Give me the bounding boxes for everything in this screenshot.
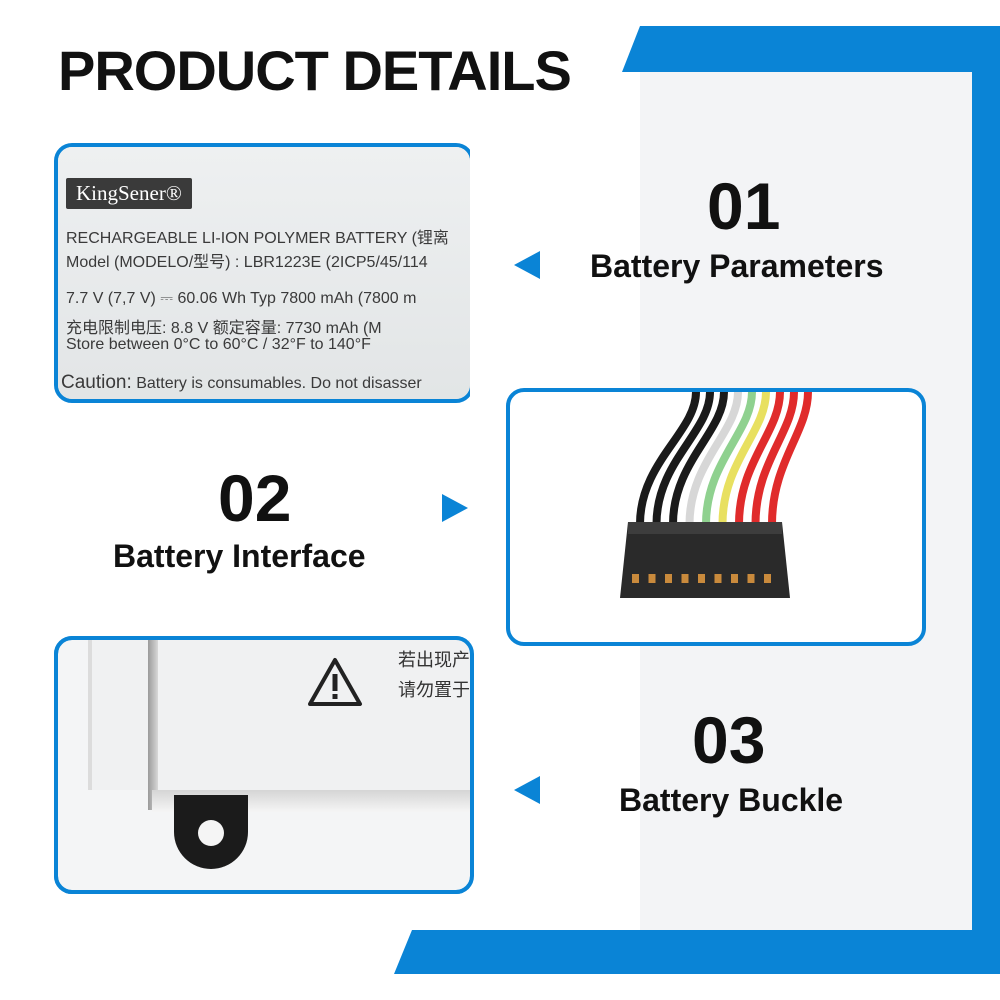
connector-wire: [735, 392, 784, 528]
section-label-battery-parameters: Battery Parameters: [590, 248, 884, 284]
section-label-battery-interface: Battery Interface: [113, 538, 366, 574]
label-line: 充电限制电压: 8.8 V 额定容量: 7730 mAh (M: [66, 320, 382, 337]
label-line: RECHARGEABLE LI-ION POLYMER BATTERY (锂离: [66, 230, 449, 247]
connector-wire: [652, 392, 714, 528]
connector-wire: [636, 392, 700, 528]
connector-illustration: [620, 392, 812, 598]
connector-pin: [714, 574, 722, 583]
section-number-03: 03: [692, 703, 766, 777]
label-line: Model (MODELO/型号) : LBR1223E (2ICP5/45/1…: [66, 254, 428, 271]
connector-wire: [718, 392, 770, 528]
connector-pin: [731, 574, 738, 583]
section-number-01: 01: [707, 169, 781, 243]
buckle-hole: [198, 820, 224, 846]
accent-frame-right: [972, 26, 1000, 974]
buckle-warning-text: 若出现产 请勿置于: [398, 650, 470, 700]
label-line: 7.7 V (7,7 V) ⎓ 60.06 Wh Typ 7800 mAh (7…: [66, 290, 417, 307]
connector-wire: [702, 392, 756, 528]
connector-pin: [665, 574, 672, 583]
connector-wire: [669, 392, 728, 528]
caution-text: Caution: Battery is consumables. Do not …: [61, 372, 422, 393]
accent-frame-top: [622, 26, 1000, 72]
arrow-left-icon: [514, 251, 540, 279]
connector-pin: [747, 574, 755, 583]
battery-connector-photo: [506, 388, 926, 646]
accent-frame-bottom: [394, 930, 1000, 974]
section-number-02: 02: [218, 461, 292, 535]
page-title: PRODUCT DETAILS: [58, 39, 572, 102]
connector-wire: [768, 392, 812, 528]
label-line: Store between 0°C to 60°C / 32°F to 140°…: [66, 336, 371, 353]
connector-pin: [648, 574, 656, 583]
warning-icon: [308, 658, 362, 706]
arrow-right-icon: [442, 494, 468, 522]
connector-pin: [698, 574, 705, 583]
connector-pin: [681, 574, 689, 583]
battery-case-edge: [148, 640, 158, 810]
connector-wire: [751, 392, 798, 528]
battery-buckle-frame: [54, 636, 474, 894]
section-label-battery-buckle: Battery Buckle: [619, 782, 844, 818]
connector-wire: [685, 392, 742, 528]
brand-logo: KingSener®: [66, 178, 192, 209]
connector-pin: [632, 574, 639, 583]
connector-pin: [764, 574, 771, 583]
connector-top-lip: [628, 522, 782, 534]
arrow-left-icon: [514, 776, 540, 804]
